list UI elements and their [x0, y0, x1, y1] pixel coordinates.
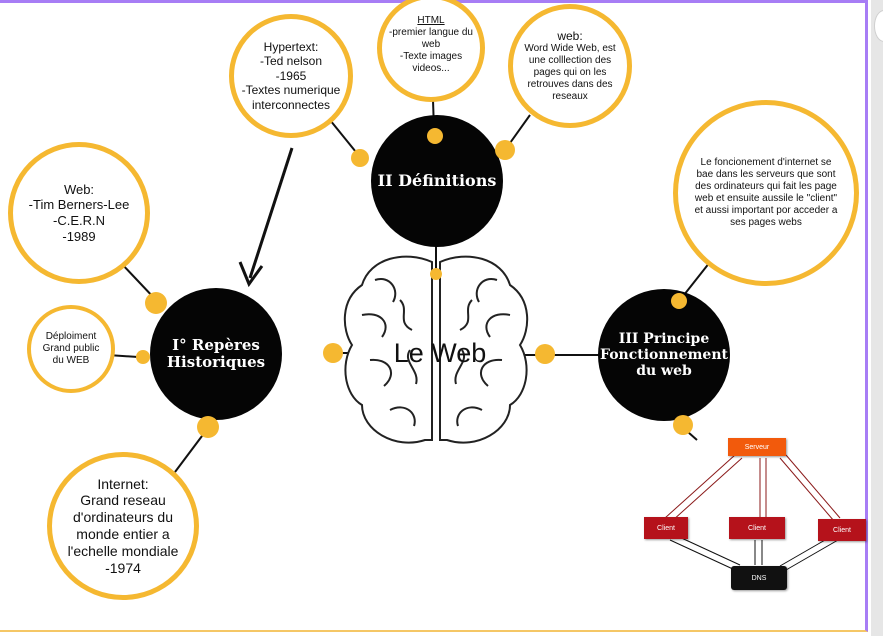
web-def-line-6: reseaux	[552, 91, 588, 103]
internet-line-4: monde entier a	[76, 526, 170, 542]
hypertext-line-5: interconnectes	[251, 97, 331, 112]
deploiement-line-2: Grand public	[42, 343, 100, 354]
html-line-3: -Texte images	[399, 51, 463, 62]
bubble-web-definition: web: Word Wide Web, est une colllection …	[508, 4, 632, 128]
dot-brain-left	[323, 343, 343, 363]
bubble-fonctionnement: Le foncionement d'internet se bae dans l…	[673, 100, 859, 286]
hypertext-line-1: Hypertext:	[263, 40, 319, 55]
dot-principe-top	[671, 293, 687, 309]
html-line-1: -premier langue du	[389, 27, 473, 38]
dot-html	[427, 128, 443, 144]
dot-web-history	[145, 292, 167, 314]
web-history-line-2: -Tim Berners-Lee	[28, 197, 130, 213]
web-def-line-4: pages qui on les	[533, 67, 607, 79]
web-history-line-1: Web:	[63, 181, 95, 197]
network-dns-arrows	[669, 534, 839, 571]
web-def-line-2: Word Wide Web, est	[524, 43, 616, 55]
bubble-internet: Internet: Grand reseau d'ordinateurs du …	[47, 452, 199, 600]
deploiement-line-1: Déploiment	[45, 331, 97, 342]
html-line-4: videos...	[412, 63, 450, 74]
dot-web-def	[495, 140, 515, 160]
internet-line-6: -1974	[105, 559, 141, 576]
bubble-html: HTML -premier langue du web -Texte image…	[377, 0, 485, 102]
definitions-line-1: II Définitions	[377, 170, 497, 190]
dot-deploiement	[136, 350, 150, 364]
web-history-line-3: -C.E.R.N	[53, 213, 105, 228]
internet-line-3: d'ordinateurs du	[73, 509, 173, 526]
principe-line-2: Fonctionnement	[600, 346, 728, 363]
internet-line-1: Internet:	[97, 475, 149, 492]
network-server: Serveur	[728, 438, 786, 456]
arrow-head	[238, 261, 264, 288]
scroll-strip[interactable]	[871, 0, 883, 636]
fonctionnement-text: Le foncionement d'internet se bae dans l…	[694, 157, 838, 228]
html-title: HTML	[417, 15, 445, 26]
web-def-line-1: web:	[557, 28, 583, 43]
web-def-line-3: une colllection des	[528, 55, 612, 67]
historique-line-2: Historiques	[166, 353, 266, 371]
deploiement-line-3: du WEB	[52, 355, 90, 366]
bubble-deploiement: Déploiment Grand public du WEB	[27, 305, 115, 393]
dot-brain-top	[430, 268, 442, 280]
hypertext-line-4: -Textes numerique	[241, 83, 341, 98]
network-client-middle: Client	[729, 517, 785, 539]
network-dns: DNS	[731, 566, 787, 590]
dot-brain-right	[535, 344, 555, 364]
hub-historique: I° Repères Historiques	[150, 288, 282, 420]
principe-line-1: III Principe	[618, 330, 710, 347]
dot-internet	[197, 416, 219, 438]
brain-illustration	[343, 255, 529, 444]
center-title: Le Web	[393, 338, 487, 368]
network-arrows	[664, 454, 841, 522]
dot-principe-bottom	[673, 415, 693, 435]
hypertext-line-3: -1965	[275, 68, 307, 83]
historique-line-1: I° Repères	[172, 335, 260, 354]
web-def-line-5: retrouves dans des	[527, 79, 613, 91]
internet-line-2: Grand reseau	[80, 492, 166, 509]
dot-hypertext	[351, 149, 369, 167]
internet-line-5: l'echelle mondiale	[67, 542, 179, 559]
html-line-2: web	[421, 39, 441, 50]
bubble-hypertext: Hypertext: -Ted nelson -1965 -Textes num…	[229, 14, 353, 138]
network-client-right: Client	[818, 519, 866, 541]
principe-line-3: du web	[636, 363, 692, 380]
network-client-left: Client	[644, 517, 688, 539]
hub-principe: III Principe Fonctionnement du web	[598, 289, 730, 421]
arrow-hypertext-historique	[248, 147, 294, 279]
hypertext-line-2: -Ted nelson	[259, 54, 323, 69]
bubble-web-history: Web: -Tim Berners-Lee -C.E.R.N -1989	[8, 142, 150, 284]
web-history-line-4: -1989	[62, 228, 96, 244]
